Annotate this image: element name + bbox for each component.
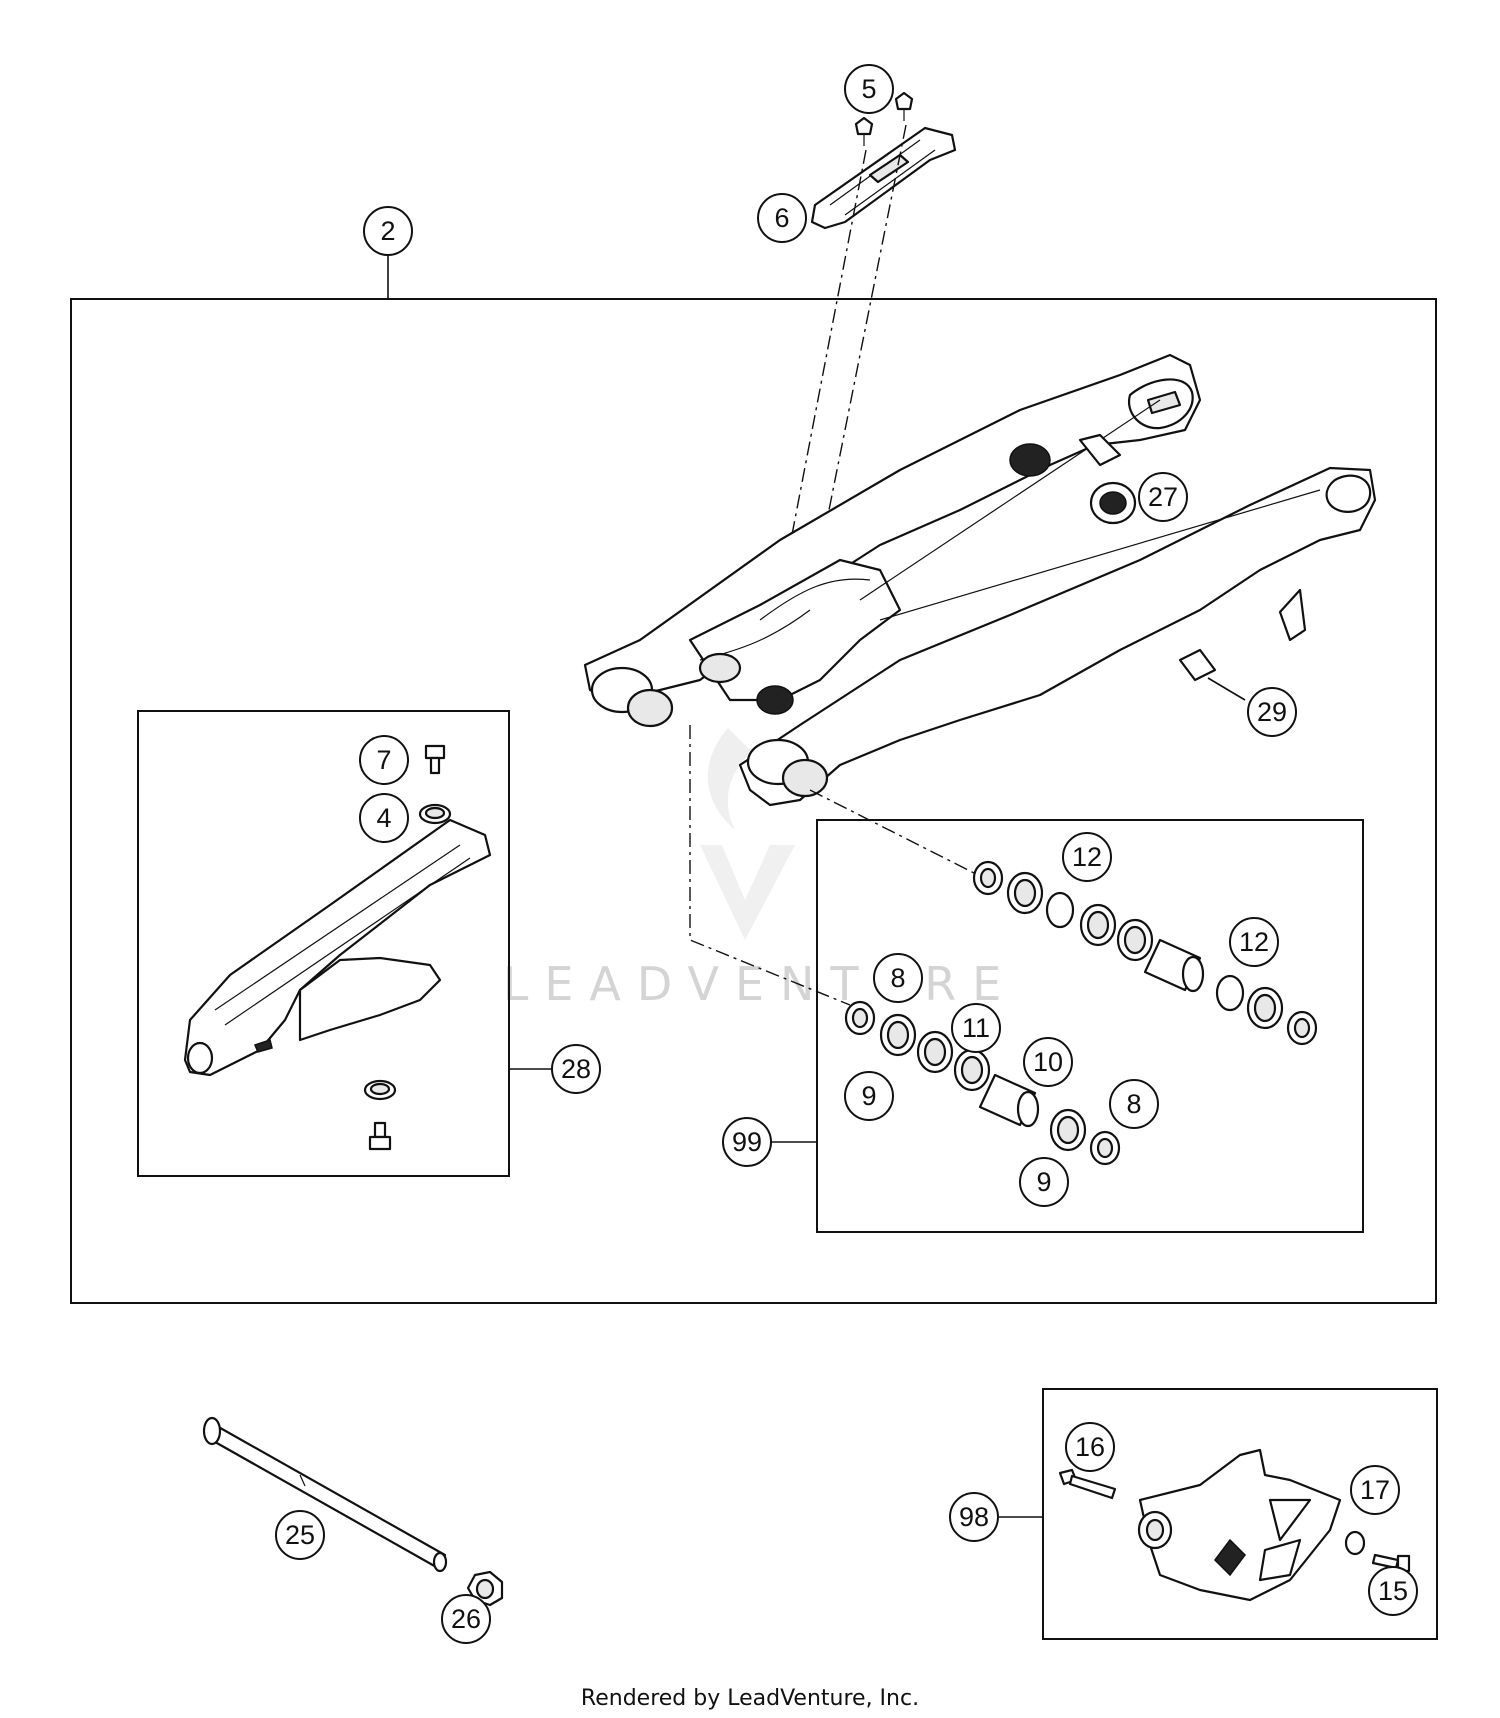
svg-text:8: 8	[1126, 1089, 1141, 1119]
bushing-upper-a	[1079, 903, 1117, 947]
bearing-9b	[1049, 1108, 1087, 1152]
callout-2: 2	[363, 206, 413, 256]
callout-17: 17	[1350, 1465, 1400, 1515]
svg-text:7: 7	[376, 745, 391, 775]
dash-line-pivot-right	[809, 789, 979, 876]
dash-line-5a	[789, 149, 867, 546]
callout-8a: 8	[873, 953, 923, 1003]
leader-29	[1207, 677, 1246, 701]
svg-text:16: 16	[1075, 1432, 1105, 1462]
callout-6: 6	[757, 193, 807, 243]
screw-7	[424, 744, 446, 775]
svg-text:26: 26	[451, 1604, 481, 1634]
svg-text:15: 15	[1378, 1576, 1408, 1606]
svg-text:9: 9	[861, 1081, 876, 1111]
svg-text:5: 5	[861, 74, 876, 104]
callout-12b: 12	[1229, 917, 1279, 967]
callout-11: 11	[951, 1003, 1001, 1053]
callout-15: 15	[1368, 1566, 1418, 1616]
callout-12a: 12	[1062, 832, 1112, 882]
bearing-kit-frame	[816, 819, 1364, 1233]
chain-slider-top	[810, 126, 957, 230]
swingarm	[583, 353, 1377, 807]
screw-7b	[368, 1121, 392, 1151]
ring-12b	[1215, 974, 1245, 1012]
swingarm-assembly-frame	[70, 298, 1437, 1304]
bearing-12a	[1006, 871, 1044, 915]
footer-credit: Rendered by LeadVenture, Inc.	[580, 1686, 920, 1711]
callout-9b: 9	[1019, 1157, 1069, 1207]
seal-upper-left	[972, 860, 1004, 896]
chain-guide-frame	[1042, 1388, 1438, 1640]
dash-line-5b	[824, 124, 907, 531]
watermark-text: LEADVENTURE	[503, 957, 1018, 1011]
pivot-axle	[202, 1416, 448, 1573]
bushing-27	[1089, 481, 1137, 525]
ring-upper	[1045, 891, 1075, 929]
bushing-upper-b	[1116, 918, 1154, 962]
sleeve-upper	[1143, 938, 1205, 993]
sleeve-10	[978, 1073, 1040, 1128]
callout-16: 16	[1065, 1422, 1115, 1472]
washer-17	[1344, 1530, 1366, 1556]
svg-text:4: 4	[376, 803, 391, 833]
callout-98: 98	[949, 1492, 999, 1542]
svg-text:28: 28	[561, 1054, 591, 1084]
svg-text:10: 10	[1033, 1047, 1063, 1077]
svg-text:99: 99	[732, 1127, 762, 1157]
bushing-11a	[916, 1030, 954, 1074]
callout-10: 10	[1023, 1037, 1073, 1087]
washer-4	[418, 803, 452, 825]
dash-line-pivot-left	[689, 725, 851, 1006]
screw-5b	[894, 91, 914, 121]
svg-text:98: 98	[959, 1502, 989, 1532]
callout-9a: 9	[844, 1071, 894, 1121]
callout-99: 99	[722, 1117, 772, 1167]
bearing-9a	[879, 1013, 917, 1057]
callout-28: 28	[551, 1044, 601, 1094]
bearing-upper-right	[1246, 986, 1284, 1030]
seal-8a	[844, 1000, 876, 1036]
svg-text:12: 12	[1239, 927, 1269, 957]
callout-29: 29	[1247, 687, 1297, 737]
bushing-11b	[953, 1048, 991, 1092]
bolt-16	[1058, 1468, 1117, 1500]
callout-27: 27	[1138, 472, 1188, 522]
seal-upper-right	[1286, 1010, 1318, 1046]
screw-5a	[854, 116, 874, 146]
svg-text:6: 6	[774, 203, 789, 233]
chain-slider-frame	[137, 710, 510, 1177]
callout-4: 4	[359, 793, 409, 843]
washer-4b	[363, 1079, 397, 1101]
callout-26: 26	[441, 1594, 491, 1644]
svg-text:17: 17	[1360, 1475, 1390, 1505]
leadventure-watermark-logo	[700, 728, 795, 940]
callout-25: 25	[275, 1510, 325, 1560]
callout-5: 5	[844, 64, 894, 114]
chain-slider	[183, 818, 492, 1077]
svg-text:9: 9	[1036, 1167, 1051, 1197]
svg-text:11: 11	[962, 1013, 990, 1043]
callout-8b: 8	[1109, 1079, 1159, 1129]
svg-text:8: 8	[890, 963, 905, 993]
svg-text:2: 2	[380, 216, 395, 246]
svg-text:27: 27	[1148, 482, 1178, 512]
svg-text:12: 12	[1072, 842, 1102, 872]
svg-text:25: 25	[285, 1520, 315, 1550]
seal-8b	[1089, 1130, 1121, 1166]
callout-7: 7	[359, 735, 409, 785]
svg-text:29: 29	[1257, 697, 1287, 727]
chain-guide	[1137, 1448, 1342, 1602]
